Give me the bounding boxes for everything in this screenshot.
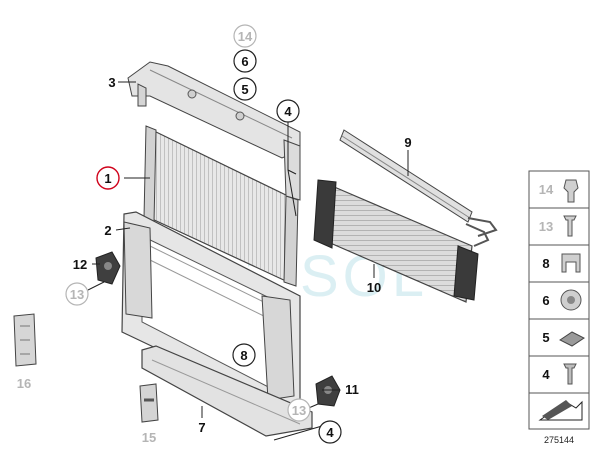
svg-text:8: 8 bbox=[240, 348, 247, 363]
legend-item-13[interactable]: 13 bbox=[539, 215, 577, 237]
callout-7[interactable]: 7 bbox=[198, 420, 205, 435]
part-oil-cooler bbox=[339, 129, 498, 247]
callout-2[interactable]: 2 bbox=[104, 223, 111, 238]
part-intercooler bbox=[313, 179, 479, 303]
svg-text:3: 3 bbox=[108, 75, 115, 90]
svg-text:6: 6 bbox=[241, 54, 248, 69]
callout-9[interactable]: 9 bbox=[404, 135, 411, 150]
svg-text:9: 9 bbox=[404, 135, 411, 150]
svg-text:13: 13 bbox=[70, 287, 84, 302]
svg-text:4: 4 bbox=[284, 104, 292, 119]
svg-text:12: 12 bbox=[73, 257, 87, 272]
part-mount-11 bbox=[315, 375, 341, 407]
callout-15[interactable]: 15 bbox=[142, 430, 156, 445]
part-mount-12 bbox=[95, 251, 121, 285]
callout-11[interactable]: 11 bbox=[345, 382, 359, 397]
svg-text:5: 5 bbox=[241, 82, 248, 97]
legend-arrow bbox=[538, 400, 583, 421]
svg-text:6: 6 bbox=[542, 293, 549, 308]
callout-10[interactable]: 10 bbox=[367, 280, 381, 295]
callout-4-top[interactable]: 4 bbox=[276, 99, 300, 123]
leader-lines bbox=[87, 81, 409, 441]
callout-8[interactable]: 8 bbox=[232, 343, 256, 367]
legend-item-6[interactable]: 6 bbox=[542, 289, 582, 311]
callout-6-top[interactable]: 6 bbox=[233, 49, 257, 73]
svg-text:2: 2 bbox=[104, 223, 111, 238]
svg-text:4: 4 bbox=[542, 367, 550, 382]
callouts: 14 6 5 3 4 9 1 2 12 1 bbox=[17, 24, 412, 445]
part-radiator bbox=[143, 125, 299, 287]
legend-item-5[interactable]: 5 bbox=[542, 330, 585, 347]
part-lower-deflector bbox=[141, 345, 313, 437]
direction-arrow-icon bbox=[542, 400, 572, 420]
callout-3[interactable]: 3 bbox=[108, 75, 115, 90]
svg-text:16: 16 bbox=[17, 376, 31, 391]
svg-text:14: 14 bbox=[539, 182, 554, 197]
legend-item-8[interactable]: 8 bbox=[542, 253, 581, 273]
callout-5-top[interactable]: 5 bbox=[233, 77, 257, 101]
clip-icon bbox=[563, 179, 579, 203]
part-15 bbox=[139, 383, 159, 423]
svg-text:7: 7 bbox=[198, 420, 205, 435]
callout-12[interactable]: 12 bbox=[73, 257, 87, 272]
svg-text:8: 8 bbox=[542, 256, 549, 271]
svg-text:5: 5 bbox=[542, 330, 549, 345]
callout-13-left[interactable]: 13 bbox=[65, 282, 89, 306]
screw-icon bbox=[563, 215, 577, 237]
callout-1-highlighted[interactable]: 1 bbox=[96, 166, 120, 190]
svg-text:15: 15 bbox=[142, 430, 156, 445]
callout-14-top[interactable]: 14 bbox=[233, 24, 257, 48]
svg-text:13: 13 bbox=[292, 403, 306, 418]
svg-text:1: 1 bbox=[104, 171, 111, 186]
legend-item-4[interactable]: 4 bbox=[542, 363, 577, 385]
callout-13-bottom[interactable]: 13 bbox=[287, 398, 311, 422]
callout-4-bottom[interactable]: 4 bbox=[318, 420, 342, 444]
diagram-number: 275144 bbox=[544, 435, 574, 445]
bracket-clip-icon bbox=[561, 253, 581, 273]
svg-text:10: 10 bbox=[367, 280, 381, 295]
svg-text:14: 14 bbox=[238, 29, 253, 44]
callout-16[interactable]: 16 bbox=[17, 376, 31, 391]
svg-text:13: 13 bbox=[539, 219, 553, 234]
nut-icon bbox=[559, 331, 585, 347]
svg-text:11: 11 bbox=[345, 382, 359, 397]
legend-panel: 14 13 8 6 5 4 275144 bbox=[528, 170, 590, 445]
bolt-icon bbox=[563, 363, 577, 385]
legend-item-14[interactable]: 14 bbox=[539, 179, 579, 203]
part-16 bbox=[13, 313, 37, 367]
svg-text:4: 4 bbox=[326, 425, 334, 440]
